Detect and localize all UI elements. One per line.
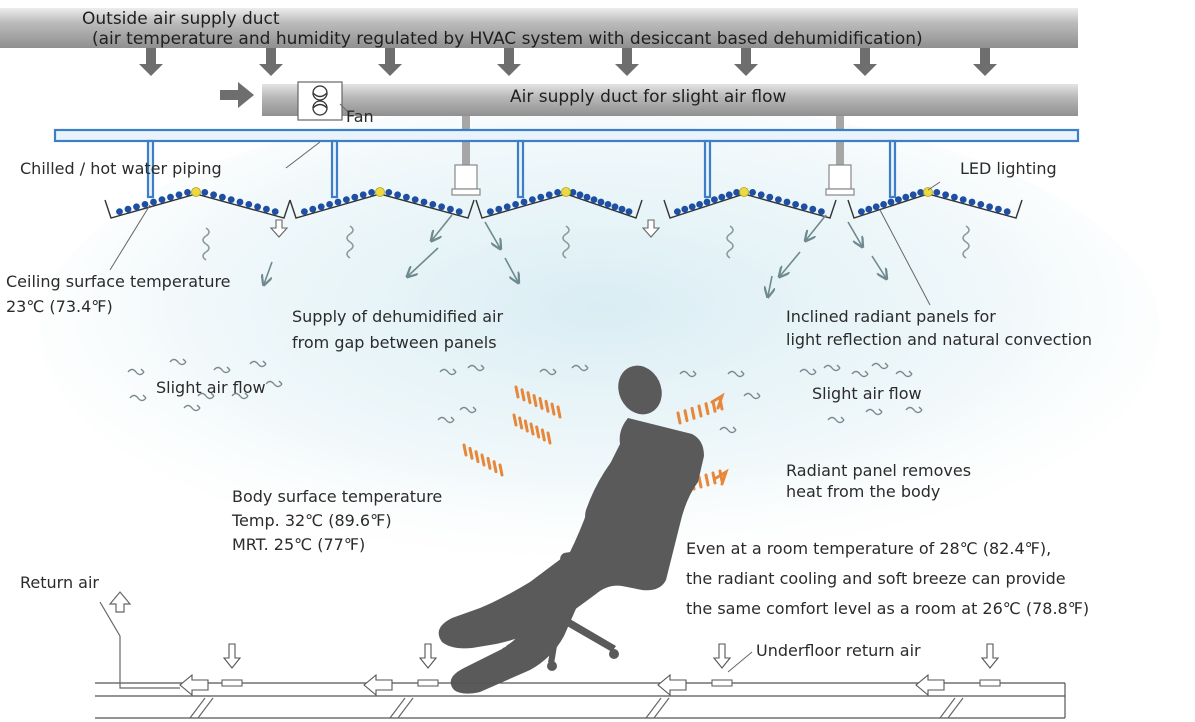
body-temp-mrt: MRT. 25℃ (77℉): [232, 535, 366, 554]
air-flow-icon: [197, 392, 215, 400]
air-flow-icon: [439, 368, 457, 376]
air-flow-icon: [169, 358, 187, 366]
floor-structure: [95, 682, 1066, 719]
inclined-panels-line-2: light reflection and natural convection: [786, 330, 1093, 349]
air-flow-icon: [823, 364, 841, 372]
air-flow-icon: [539, 368, 557, 376]
air-flow-icon: [183, 404, 201, 412]
radiation-wave-icons: [202, 225, 970, 261]
underfloor-return-label: Underfloor return air: [756, 641, 921, 660]
floor-grille-icons: [179, 643, 1001, 697]
dehumidified-air-arrows: [408, 214, 886, 282]
air-flow-icon: [895, 370, 913, 378]
air-flow-icons: [127, 358, 923, 434]
air-flow-icon: [213, 366, 231, 374]
air-flow-icon: [459, 406, 477, 414]
led-light-icon: [191, 187, 201, 197]
air-flow-icon: [827, 416, 845, 424]
led-light-icon: [739, 187, 749, 197]
gap-down-arrows: [269, 219, 661, 238]
slight-flow-left: Slight air flow: [156, 378, 266, 397]
comfort-line-2: the radiant cooling and soft breeze can …: [686, 569, 1066, 588]
air-flow-icon: [799, 368, 817, 376]
return-air-path: [99, 591, 180, 689]
floor-grille-icon: [221, 679, 243, 687]
return-air-label: Return air: [20, 573, 100, 592]
outside-air-duct: [0, 8, 1078, 48]
led-light-icon: [561, 187, 571, 197]
radiant-panel: [475, 187, 643, 219]
inclined-panels-line-1: Inclined radiant panels for: [786, 307, 996, 326]
outside-duct-label: Outside air supply duct: [82, 9, 280, 29]
radiant-removes-line-2: heat from the body: [786, 482, 941, 501]
supply-air-line-2: from gap between panels: [292, 333, 497, 352]
supply-air-line-1: Supply of dehumidified air: [292, 307, 504, 326]
floor-grille-icon: [417, 679, 439, 687]
duct-down-arrows: [139, 48, 997, 76]
radiant-panels: [104, 187, 1023, 219]
supply-duct-label: Air supply duct for slight air flow: [510, 87, 787, 107]
air-flow-icon: [265, 380, 283, 388]
leader-lines: [109, 141, 941, 306]
air-flow-icon: [679, 370, 697, 378]
air-flow-icon: [127, 368, 145, 376]
radiant-panel: [663, 187, 837, 219]
slight-flow-right: Slight air flow: [812, 384, 922, 403]
ceiling-temp-value: 23℃ (73.4℉): [6, 297, 113, 316]
supply-air-duct: [262, 84, 1078, 116]
diffuser-right: [825, 164, 855, 196]
comfort-line-3: the same comfort level as a room at 26℃ …: [686, 599, 1090, 618]
led-label: LED lighting: [960, 159, 1057, 178]
person-chair-silhouette: [438, 365, 704, 694]
air-flow-icon: [231, 392, 249, 400]
air-flow-icon: [571, 364, 589, 372]
ceiling-temp-title: Ceiling surface temperature: [6, 272, 231, 291]
air-flow-icon: [727, 370, 745, 378]
air-flow-icon: [467, 364, 485, 372]
comfort-line-1: Even at a room temperature of 28℃ (82.4℉…: [686, 539, 1052, 558]
led-light-icon: [375, 187, 385, 197]
floor-grille-icon: [979, 679, 1001, 687]
cool-air-haze: [40, 100, 1160, 560]
radiant-removes-line-1: Radiant panel removes: [786, 461, 972, 480]
down-arrow-icons: [264, 261, 772, 296]
air-flow-icon: [249, 360, 267, 368]
floor-grille-icon: [711, 679, 733, 687]
inlet-arrow-icon: [220, 82, 254, 108]
diffuser-left: [451, 164, 481, 196]
air-flow-icon: [905, 406, 923, 414]
radiant-panel: [847, 187, 1023, 219]
air-flow-icon: [129, 394, 147, 402]
piping-label: Chilled / hot water piping: [20, 159, 222, 178]
radiant-panel: [289, 187, 475, 219]
body-temp-temp: Temp. 32℃ (89.6℉): [232, 511, 392, 530]
body-temp-title: Body surface temperature: [232, 487, 443, 506]
air-flow-icon: [743, 392, 761, 400]
air-flow-icon: [719, 426, 737, 434]
air-flow-icon: [851, 370, 869, 378]
outside-duct-note: (air temperature and humidity regulated …: [92, 29, 923, 49]
fan-label: Fan: [346, 107, 374, 126]
led-light-icon: [923, 187, 933, 197]
radiant-panel: [104, 187, 291, 219]
air-flow-icon: [437, 416, 455, 424]
air-flow-icon: [871, 362, 889, 370]
fan-icon: [312, 85, 328, 116]
air-flow-icon: [865, 408, 883, 416]
water-piping: [53, 128, 1080, 199]
